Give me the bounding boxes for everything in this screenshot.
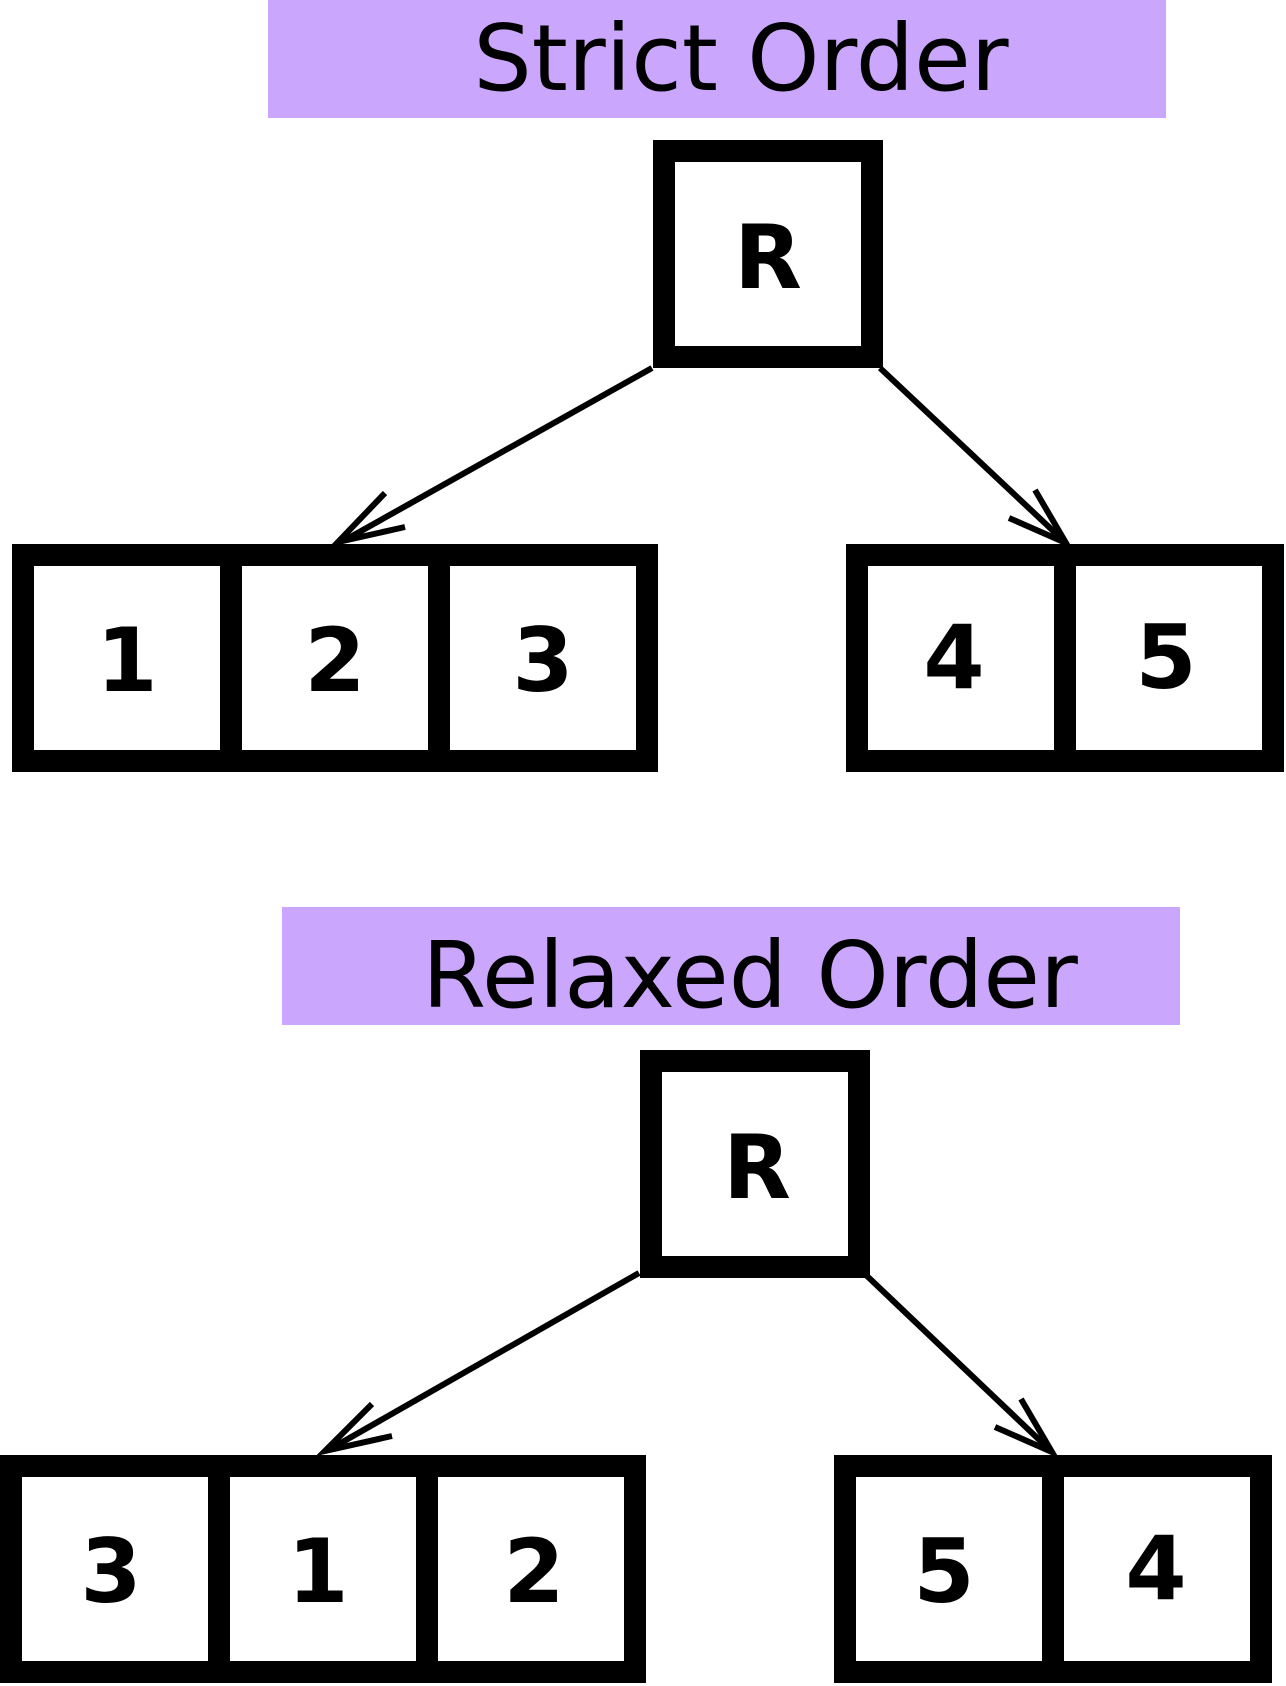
relaxed-left-child-1-label: 3 [80, 1520, 141, 1623]
strict-right-arrowhead [1007, 488, 1074, 550]
strict-left-arrowhead [328, 490, 406, 548]
relaxed-order-diagram: Relaxed Order R 3 1 2 5 4 [0, 907, 1272, 1683]
relaxed-right-child-1-label: 5 [913, 1520, 974, 1623]
strict-root-label: R [734, 206, 802, 309]
relaxed-right-child-2-label: 4 [1125, 1517, 1186, 1620]
strict-order-title-bar [268, 0, 1166, 118]
strict-left-edge [328, 365, 654, 548]
relaxed-order-title-bar [282, 907, 1180, 1025]
strict-left-child-3-label: 3 [512, 609, 573, 712]
relaxed-left-child-1 [0, 1455, 230, 1683]
strict-right-child-1-label: 4 [923, 606, 984, 709]
relaxed-left-child-3 [416, 1455, 646, 1683]
strict-left-child-2-label: 2 [304, 609, 365, 712]
relaxed-right-arrowhead [993, 1397, 1060, 1459]
relaxed-right-child-2 [1042, 1455, 1272, 1683]
relaxed-left-child-2-label: 1 [287, 1520, 348, 1623]
strict-right-child-2 [1054, 544, 1284, 772]
strict-right-edge [877, 365, 1074, 550]
relaxed-right-child-1 [834, 1455, 1064, 1683]
relaxed-right-edge [864, 1273, 1060, 1459]
relaxed-left-edge [315, 1270, 641, 1457]
relaxed-left-child-3-label: 2 [503, 1520, 564, 1623]
relaxed-root-label: R [723, 1116, 791, 1219]
relaxed-root-node [640, 1050, 870, 1278]
relaxed-left-child-2 [208, 1455, 438, 1683]
strict-order-diagram: Strict Order R 1 2 3 4 5 [12, 0, 1284, 772]
strict-right-child-2-label: 5 [1135, 606, 1196, 709]
relaxed-left-arrowhead [315, 1401, 393, 1457]
strict-left-child-1-label: 1 [96, 609, 157, 712]
strict-left-child-3 [428, 544, 658, 772]
relaxed-order-title: Relaxed Order [422, 922, 1078, 1029]
strict-order-title: Strict Order [473, 5, 1008, 112]
strict-root-node [653, 140, 883, 368]
